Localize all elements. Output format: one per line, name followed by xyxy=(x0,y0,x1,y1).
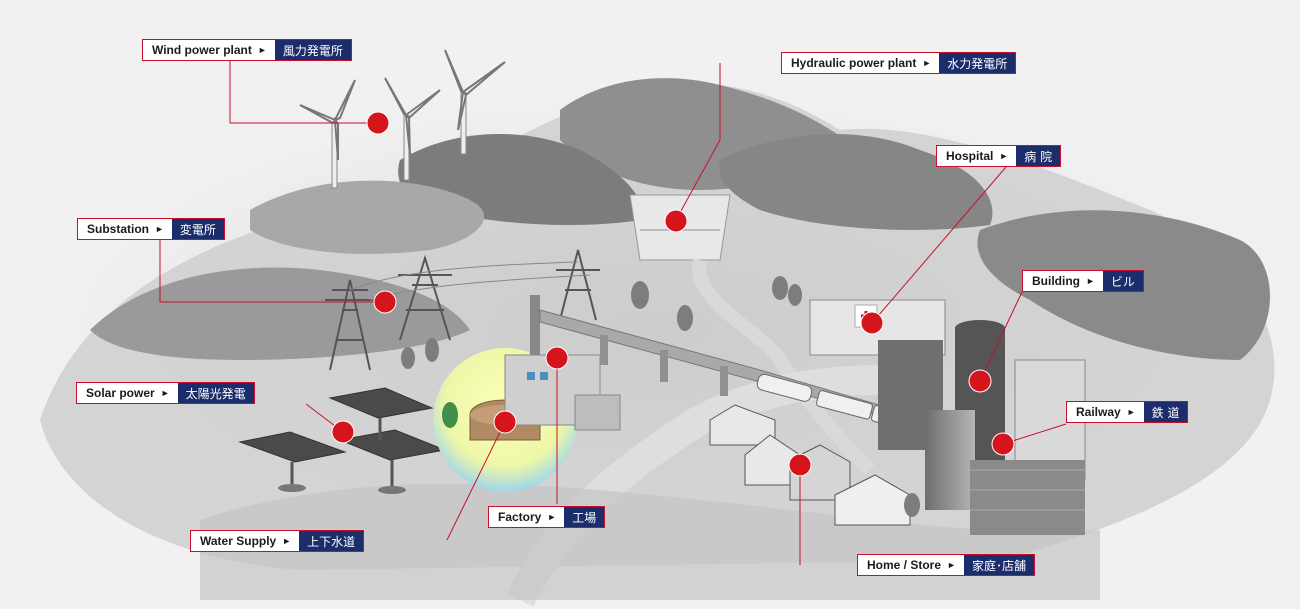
label-jp: ビル xyxy=(1102,271,1143,291)
hospital-label[interactable]: Hospital ► 病 院 xyxy=(936,145,1062,167)
arrow-right-icon: ► xyxy=(922,58,932,68)
label-en: Railway xyxy=(1076,405,1121,419)
hydraulic-power-plant-label[interactable]: Hydraulic power plant ► 水力発電所 xyxy=(781,52,1017,74)
factory-label[interactable]: Factory ► 工場 xyxy=(488,506,606,528)
arrow-right-icon: ► xyxy=(282,536,292,546)
location-markers xyxy=(331,111,1015,477)
arrow-right-icon: ► xyxy=(947,560,956,570)
marker-substation xyxy=(373,290,397,314)
label-jp: 家庭･店舗 xyxy=(963,555,1034,575)
label-jp: 変電所 xyxy=(171,219,224,239)
marker-solar xyxy=(331,420,355,444)
trees xyxy=(401,276,920,517)
arrow-right-icon: ► xyxy=(999,151,1009,161)
marker-home xyxy=(788,453,812,477)
marker-railway xyxy=(991,432,1015,456)
arrow-right-icon: ► xyxy=(1086,276,1095,286)
label-jp: 病 院 xyxy=(1016,146,1061,166)
arrow-right-icon: ► xyxy=(1126,407,1136,417)
railway-viaduct xyxy=(539,309,931,434)
building-label[interactable]: Building ► ビル xyxy=(1022,270,1144,292)
background-terrain xyxy=(20,78,1300,607)
marker-wind xyxy=(366,111,390,135)
wind-turbines xyxy=(299,49,506,189)
label-en: Home / Store xyxy=(867,558,942,572)
label-jp: 鉄 道 xyxy=(1143,402,1188,422)
label-en: Factory xyxy=(498,510,542,524)
label-en: Hospital xyxy=(946,149,994,163)
railway-label[interactable]: Railway ► 鉄 道 xyxy=(1066,401,1189,423)
water-supply-label[interactable]: Water Supply ► 上下水道 xyxy=(190,530,365,552)
label-en: Building xyxy=(1032,274,1080,288)
arrow-right-icon: ► xyxy=(155,224,164,234)
label-en: Wind power plant xyxy=(152,43,252,57)
label-jp: 上下水道 xyxy=(299,531,364,551)
label-jp: 水力発電所 xyxy=(939,53,1016,73)
solar-power-label[interactable]: Solar power ► 太陽光発電 xyxy=(76,382,255,404)
factory-building xyxy=(504,295,621,431)
label-en: Water Supply xyxy=(200,534,277,548)
home-store-label[interactable]: Home / Store ► 家庭･店舗 xyxy=(857,554,1035,576)
marker-building xyxy=(968,369,992,393)
marker-factory xyxy=(545,346,569,370)
arrow-right-icon: ► xyxy=(257,45,267,55)
callout-leader-lines xyxy=(159,61,1067,565)
label-jp: 風力発電所 xyxy=(274,40,351,60)
substation-label[interactable]: Substation ► 変電所 xyxy=(77,218,225,240)
marker-hydro xyxy=(664,209,688,233)
label-en: Solar power xyxy=(86,386,155,400)
arrow-right-icon: ► xyxy=(160,388,170,398)
label-en: Hydraulic power plant xyxy=(791,56,917,70)
label-jp: 工場 xyxy=(564,507,605,527)
marker-hospital xyxy=(860,311,884,335)
marker-water xyxy=(493,410,517,434)
arrow-right-icon: ► xyxy=(547,512,557,522)
label-jp: 太陽光発電 xyxy=(177,383,254,403)
wind-power-plant-label[interactable]: Wind power plant ► 風力発電所 xyxy=(142,39,352,61)
label-en: Substation xyxy=(87,222,149,236)
